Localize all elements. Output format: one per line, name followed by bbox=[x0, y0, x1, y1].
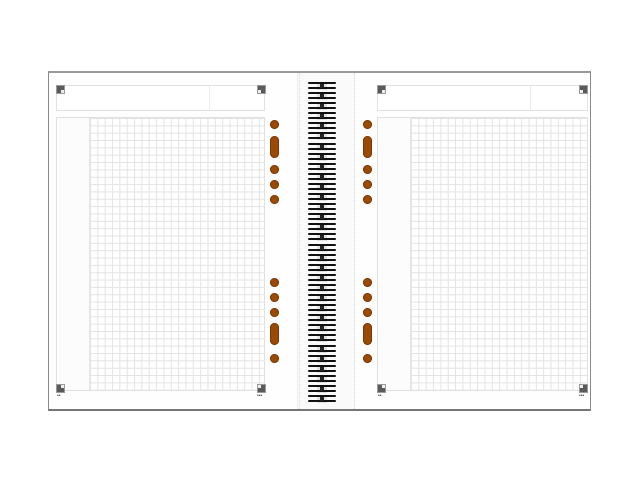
spiral-coil-icon bbox=[308, 294, 336, 303]
right-margin-column bbox=[378, 118, 411, 390]
spiral-coil-icon bbox=[308, 112, 336, 121]
spiral-coil-icon bbox=[308, 283, 336, 292]
spiral-coil-icon bbox=[308, 193, 336, 202]
spiral-binding bbox=[297, 73, 357, 409]
left-header-box bbox=[56, 85, 265, 111]
spiral-coil-icon bbox=[308, 132, 336, 141]
spiral-coil-icon bbox=[308, 395, 336, 403]
spiral-coil-icon bbox=[308, 304, 336, 313]
punch-hole bbox=[363, 278, 372, 287]
spiral-coil-icon bbox=[308, 253, 336, 262]
spine-fold-line bbox=[299, 73, 301, 409]
spiral-coil-icon bbox=[308, 364, 336, 373]
corner-mark-icon bbox=[579, 384, 588, 393]
left-square-grid bbox=[90, 118, 264, 390]
punch-hole bbox=[270, 180, 279, 189]
spiral-coil-icon bbox=[308, 122, 336, 131]
spiral-coil-icon bbox=[308, 243, 336, 252]
spiral-coil-icon bbox=[308, 82, 336, 90]
punch-hole bbox=[270, 120, 279, 129]
spiral-coil-icon bbox=[308, 182, 336, 191]
corner-dots: ••• bbox=[579, 393, 585, 399]
spiral-coil-icon bbox=[308, 162, 336, 171]
punch-hole bbox=[363, 308, 372, 317]
punch-hole bbox=[270, 165, 279, 174]
notebook-spread: •• ••• bbox=[48, 71, 591, 411]
corner-mark-icon bbox=[377, 384, 386, 393]
corner-dots: ••• bbox=[257, 393, 263, 399]
spiral-coil-icon bbox=[308, 334, 336, 343]
punch-hole-slot bbox=[270, 323, 279, 345]
spiral-coil-icon bbox=[308, 273, 336, 282]
corner-mark-icon bbox=[579, 85, 588, 94]
punch-hole bbox=[363, 293, 372, 302]
right-page: •• ••• bbox=[355, 73, 590, 409]
spiral-coil-icon bbox=[308, 92, 336, 101]
spiral-coil-icon bbox=[308, 172, 336, 181]
punch-hole bbox=[270, 278, 279, 287]
corner-dots: •• bbox=[378, 393, 382, 399]
spiral-coil-icon bbox=[308, 324, 336, 333]
punch-hole-slot bbox=[363, 136, 372, 158]
spiral-coil-icon bbox=[308, 223, 336, 232]
right-grid-area bbox=[377, 117, 588, 391]
spiral-coil-icon bbox=[308, 152, 336, 161]
spiral-coil-icon bbox=[308, 314, 336, 323]
header-divider bbox=[530, 86, 531, 110]
punch-hole bbox=[270, 195, 279, 204]
spiral-coil-icon bbox=[308, 354, 336, 363]
punch-hole bbox=[363, 180, 372, 189]
corner-mark-icon bbox=[56, 85, 65, 94]
spiral-coil-icon bbox=[308, 263, 336, 272]
corner-mark-icon bbox=[56, 384, 65, 393]
spiral-coil-icon bbox=[308, 233, 336, 242]
corner-mark-icon bbox=[377, 85, 386, 94]
left-grid-area bbox=[56, 117, 265, 391]
corner-mark-icon bbox=[257, 85, 266, 94]
left-page: •• ••• bbox=[49, 73, 297, 409]
spiral-coil-icon bbox=[308, 384, 336, 393]
punch-hole-slot bbox=[363, 323, 372, 345]
punch-hole-slot bbox=[270, 136, 279, 158]
punch-hole bbox=[270, 308, 279, 317]
right-header-box bbox=[377, 85, 588, 111]
header-divider bbox=[209, 86, 210, 110]
punch-hole bbox=[363, 120, 372, 129]
corner-mark-icon bbox=[257, 384, 266, 393]
corner-dots: •• bbox=[57, 393, 61, 399]
left-margin-column bbox=[57, 118, 90, 390]
spiral-coil-icon bbox=[308, 203, 336, 212]
punch-hole bbox=[363, 165, 372, 174]
punch-hole bbox=[363, 354, 372, 363]
spiral-coil-icon bbox=[308, 142, 336, 151]
spiral-coil-icon bbox=[308, 344, 336, 353]
punch-hole bbox=[270, 354, 279, 363]
spiral-coil-icon bbox=[308, 374, 336, 383]
spine-fold-line bbox=[354, 73, 356, 409]
punch-hole bbox=[270, 293, 279, 302]
spiral-coil-icon bbox=[308, 213, 336, 222]
right-square-grid bbox=[411, 118, 587, 390]
punch-hole bbox=[363, 195, 372, 204]
spiral-coil-icon bbox=[308, 102, 336, 111]
